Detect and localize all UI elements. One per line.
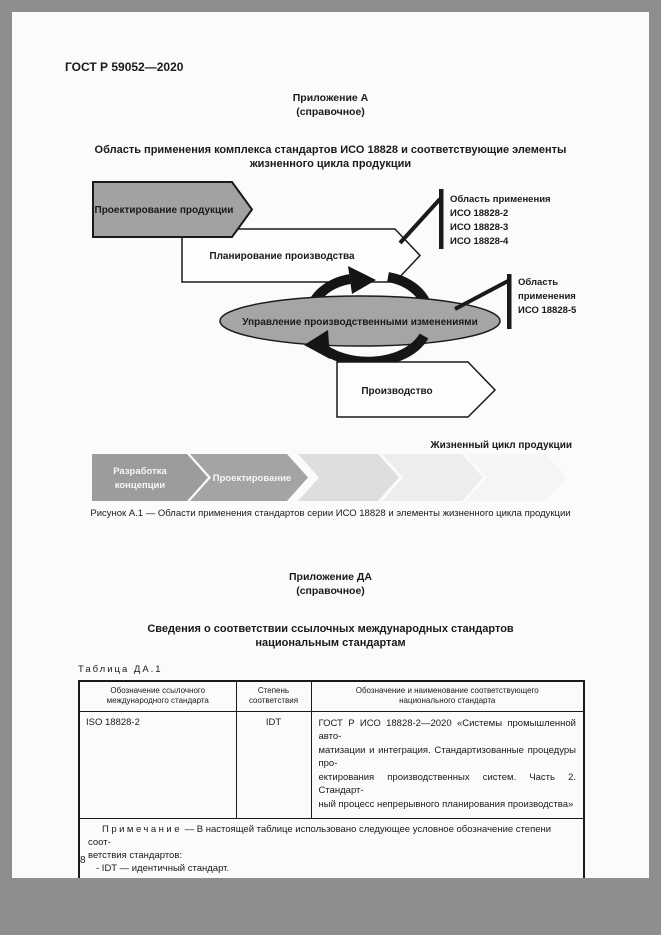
table-header-row: Обозначение ссылочного международного ст… — [78, 680, 585, 712]
national-standard-line1: ГОСТ Р ИСО 18828-2—2020 «Системы промышл… — [318, 717, 577, 743]
production-arrow — [336, 361, 497, 418]
note-line2: ветствия стандартов: — [88, 850, 183, 861]
production-planning-label: Планирование производства — [209, 251, 355, 262]
header-degree: Степень соответствия — [235, 680, 312, 712]
stage-faded-chevron-3 — [466, 454, 567, 501]
cycle-arrow-top-left-head — [348, 266, 376, 294]
note-line1-rest: — В настоящей таблице использовано следу… — [88, 824, 552, 848]
scope1-bar — [439, 189, 444, 249]
stage-concept-line2: концепции — [115, 480, 166, 491]
product-design-arrow — [92, 181, 254, 238]
scope2-line3: ИСО 18828-5 — [518, 305, 577, 316]
table-note-row: Примечание — В настоящей таблице использ… — [78, 818, 585, 878]
annex-da-title-line2: национальным стандартам — [255, 637, 406, 649]
doc-code: ГОСТ Р 59052—2020 — [65, 60, 184, 74]
change-management-ellipse — [219, 295, 501, 347]
header-degree-line1: Степень — [257, 686, 290, 695]
annex-a-label: Приложение А — [292, 92, 369, 104]
scope1-line4: ИСО 18828-4 — [450, 236, 509, 247]
table-row: ISO 18828-2 IDT ГОСТ Р ИСО 18828-2—2020 … — [78, 710, 585, 819]
header-ref-standard-line1: Обозначение ссылочного — [110, 686, 206, 695]
header-ref-standard-line2: международного стандарта — [106, 696, 209, 705]
header-ref-standard: Обозначение ссылочного международного ст… — [78, 680, 237, 712]
scope2-leader-line — [454, 279, 509, 311]
note-line3: - IDT — идентичный стандарт. — [96, 863, 230, 874]
header-national-standard-line2: национального стандарта — [399, 696, 496, 705]
cell-degree: IDT — [235, 710, 312, 819]
national-standard-line2: матизации и интеграция. Стандартизованны… — [318, 744, 577, 770]
annex-a-type: (справочное) — [296, 106, 365, 118]
table-label: Таблица ДА.1 — [78, 664, 163, 675]
scope2-line2: применения — [518, 291, 576, 302]
annex-a-title-line2: жизненного цикла продукции — [249, 158, 412, 170]
page-number: 8 — [80, 855, 86, 866]
scope2-line1: Область — [518, 277, 558, 288]
scope1-line1: Область применения — [450, 194, 551, 205]
annex-da-label: Приложение ДА — [289, 571, 372, 583]
correspondence-table: Обозначение ссылочного международного ст… — [78, 680, 585, 878]
stage-concept-chevron — [92, 454, 208, 501]
annex-da-title-line1: Сведения о соответствии ссылочных междун… — [147, 623, 514, 635]
scope2-bar — [507, 274, 512, 329]
document-page: ГОСТ Р 59052—2020 Приложение А (справочн… — [12, 12, 649, 878]
figure-caption: Рисунок А.1 — Области применения стандар… — [90, 508, 571, 519]
annex-a-title-line1: Область применения комплекса стандартов … — [94, 144, 567, 156]
national-standard-line4: ный процесс непрерывного планирования пр… — [318, 798, 574, 810]
scope1-line2: ИСО 18828-2 — [450, 208, 508, 219]
cell-ref-standard: ISO 18828-2 — [78, 710, 237, 819]
stage-concept-line1: Разработка — [113, 466, 167, 477]
cell-national-standard: ГОСТ Р ИСО 18828-2—2020 «Системы промышл… — [310, 710, 585, 819]
note-cell: Примечание — В настоящей таблице использ… — [78, 818, 585, 878]
header-national-standard: Обозначение и наименование соответствующ… — [310, 680, 585, 712]
national-standard-line3: ектирования производственных систем. Час… — [318, 771, 577, 797]
product-design-label: Проектирование продукции — [95, 205, 234, 216]
stage-faded-chevron-1 — [298, 454, 399, 501]
annex-da-type: (справочное) — [296, 585, 365, 597]
stage-design-label: Проектирование — [213, 473, 291, 484]
scope-diagram: Проектирование продукции Планирование пр… — [92, 181, 577, 501]
annex-da-title: Сведения о соответствии ссылочных междун… — [12, 622, 649, 650]
annex-a-title: Область применения комплекса стандартов … — [12, 143, 649, 171]
note-line1: Примечание — В настоящей таблице использ… — [88, 823, 575, 849]
cycle-arrow-bottom-head — [304, 330, 330, 359]
lifecycle-label: Жизненный цикл продукции — [430, 440, 572, 451]
production-label: Производство — [361, 386, 432, 397]
stage-design-chevron — [190, 454, 308, 501]
header-degree-line2: соответствия — [248, 696, 299, 705]
scope1-line3: ИСО 18828-3 — [450, 222, 508, 233]
change-management-label: Управление производственными изменениями — [242, 317, 477, 328]
header-national-standard-line1: Обозначение и наименование соответствующ… — [355, 686, 539, 695]
note-label: Примечание — [102, 824, 182, 835]
stage-faded-chevron-2 — [382, 454, 483, 501]
scope1-leader-line — [398, 197, 442, 245]
production-planning-arrow — [181, 228, 422, 283]
